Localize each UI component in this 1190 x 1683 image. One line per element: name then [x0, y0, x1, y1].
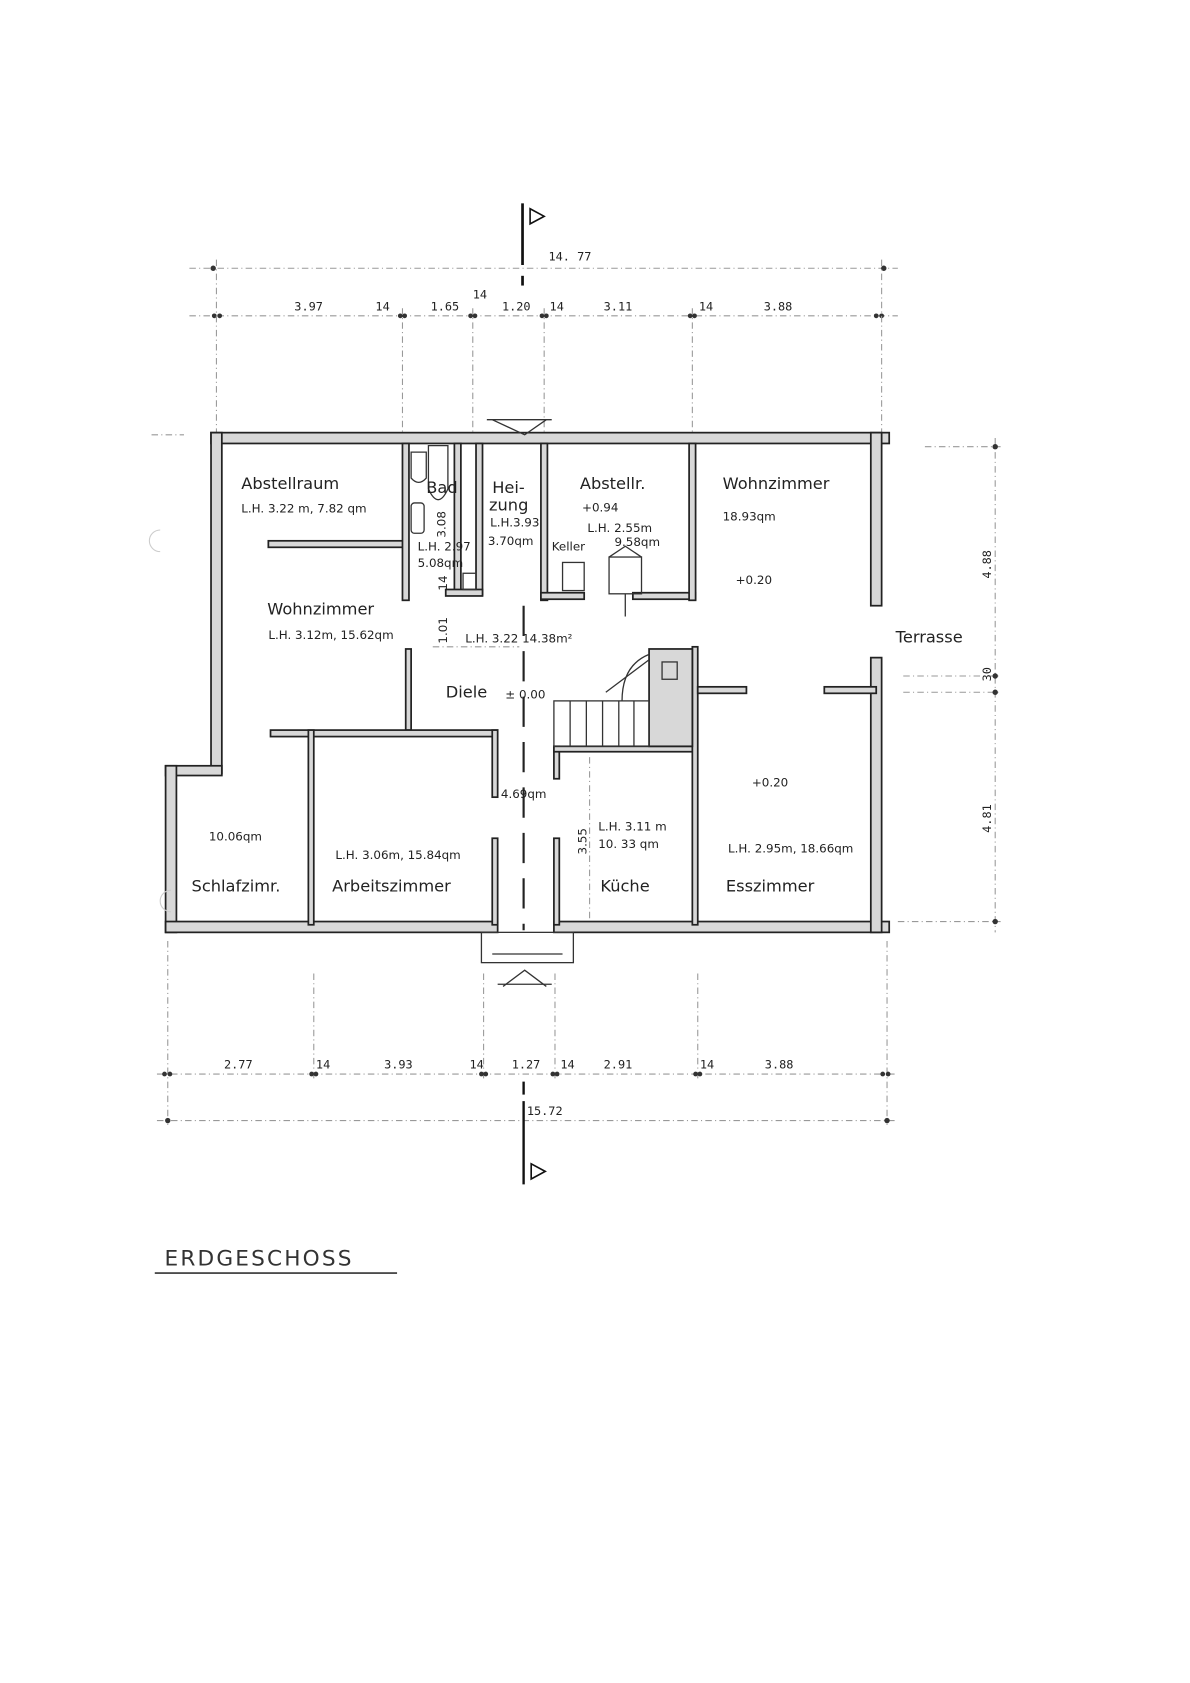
- room-area: 4.69qm: [501, 787, 547, 801]
- room-abstellraum: Abstellraum L.H. 3.22 m, 7.82 qm: [241, 474, 366, 516]
- room-info: L.H. 3.22 m, 7.82 qm: [241, 502, 366, 516]
- dim-label: 14: [436, 575, 450, 590]
- right-dimensions: 4.88 30 4.81: [897, 438, 1001, 933]
- section-marker-top: [521, 203, 546, 286]
- top-dimensions: 14. 77 3.97 14 1.65 14 1.20 14 3.11 14 3…: [189, 203, 898, 433]
- dim-label: 14: [699, 299, 713, 313]
- entrance: [480, 419, 575, 987]
- floor-title: ERDGESCHOSS: [165, 1246, 354, 1271]
- room-arbeitszimmer: L.H. 3.06m, 15.84qm Arbeitszimmer: [332, 848, 461, 895]
- room-area: 3.70qm: [488, 534, 534, 548]
- room-area: 5.08qm: [418, 556, 464, 570]
- room-name: Wohnzimmer: [723, 474, 830, 493]
- dim-label: 4.81: [980, 804, 994, 833]
- walls: [164, 431, 891, 934]
- dim-label: 1.65: [431, 299, 460, 313]
- room-area: 10. 33 qm: [598, 837, 659, 851]
- dim-label: 30: [980, 667, 994, 681]
- dim-label: 14: [700, 1058, 714, 1072]
- dim-label: 14: [316, 1058, 330, 1072]
- room-level: +0.94: [582, 501, 618, 515]
- room-info: L.H. 2.55m: [587, 521, 652, 535]
- room-name: Schlafzimr.: [192, 876, 281, 895]
- room-diele: 1.01 L.H. 3.22 14.38m² Diele ± 0.00 4.69…: [436, 617, 573, 801]
- dim-label: 3.55: [575, 828, 589, 854]
- room-abstellr: Abstellr. +0.94 L.H. 2.55m 9.58qm Keller: [552, 474, 660, 554]
- dim-label: 3.88: [764, 299, 793, 313]
- total-width-top: 14. 77: [548, 250, 591, 264]
- room-info: L.H. 3.12m, 15.62qm: [268, 628, 393, 642]
- room-name: Wohnzimmer: [267, 599, 374, 618]
- room-info: L.H. 3.22 14.38m²: [465, 631, 572, 645]
- room-name: Küche: [600, 876, 649, 895]
- punch-hole: [148, 529, 161, 553]
- room-name: Diele: [446, 683, 487, 702]
- dim-label: 14: [550, 299, 564, 313]
- room-schlafzimmer: 10.06qm Schlafzimr.: [192, 829, 281, 895]
- dim-label: 4.88: [980, 550, 994, 579]
- dim-label: 14: [375, 299, 389, 313]
- room-name: Bad: [426, 478, 457, 497]
- room-name: Esszimmer: [726, 876, 815, 895]
- room-name-keller: Keller: [552, 540, 585, 554]
- room-info: L.H.3.93: [490, 516, 539, 530]
- room-area: 10.06qm: [209, 829, 262, 843]
- section-marker-bottom: [522, 1081, 547, 1185]
- room-area: 9.58qm: [614, 535, 660, 549]
- dim-label: 3.08: [435, 511, 449, 537]
- room-kueche: L.H. 3.11 m 10. 33 qm 3.55 Küche: [575, 820, 666, 896]
- room-level: +0.20: [736, 573, 772, 587]
- terrace-label: Terrasse: [895, 627, 963, 646]
- dim-label: 14: [560, 1058, 574, 1072]
- room-info: L.H. 3.11 m: [598, 820, 666, 834]
- total-width-bottom: 15.72: [527, 1104, 563, 1118]
- bathroom-fixtures: [410, 444, 643, 617]
- room-info: L.H. 2.97: [418, 540, 471, 554]
- room-name: Abstellr.: [580, 474, 646, 493]
- room-info: L.H. 2.95m, 18.66qm: [728, 841, 853, 855]
- room-info: L.H. 3.06m, 15.84qm: [335, 848, 460, 862]
- dim-label: 1.01: [436, 617, 450, 643]
- dim-label: 3.97: [294, 299, 323, 313]
- dim-label: 2.91: [604, 1058, 633, 1072]
- room-level: +0.20: [752, 775, 788, 789]
- room-heizung: Hei- zung L.H.3.93 3.70qm: [488, 478, 539, 548]
- dim-label: 14: [473, 288, 487, 302]
- dim-label: 3.11: [604, 299, 633, 313]
- dim-label: 1.27: [512, 1058, 541, 1072]
- dim-label: 1.20: [502, 299, 531, 313]
- room-wohnzimmer-left: Wohnzimmer L.H. 3.12m, 15.62qm: [267, 599, 393, 642]
- room-name: Hei-: [492, 478, 525, 497]
- staircase: [553, 653, 678, 747]
- dim-label: 2.77: [224, 1058, 253, 1072]
- room-area: 18.93qm: [723, 509, 776, 523]
- room-wohnzimmer-right: Wohnzimmer 18.93qm +0.20: [723, 474, 830, 587]
- room-name: Arbeitszimmer: [332, 876, 451, 895]
- dim-label: 3.93: [384, 1058, 413, 1072]
- dim-label: 3.88: [765, 1058, 794, 1072]
- room-name: zung: [489, 496, 528, 515]
- room-bad: Bad 3.08 L.H. 2.97 5.08qm 14: [418, 478, 471, 590]
- dim-label: 14: [470, 1058, 484, 1072]
- bottom-dimensions: 2.77 14 3.93 14 1.27 14 2.91 14 3.88 15.…: [156, 941, 898, 1185]
- room-esszimmer: +0.20 L.H. 2.95m, 18.66qm Esszimmer: [726, 775, 853, 895]
- room-name: Abstellraum: [241, 474, 339, 493]
- room-level: ± 0.00: [505, 688, 545, 702]
- punch-hole: [159, 889, 172, 913]
